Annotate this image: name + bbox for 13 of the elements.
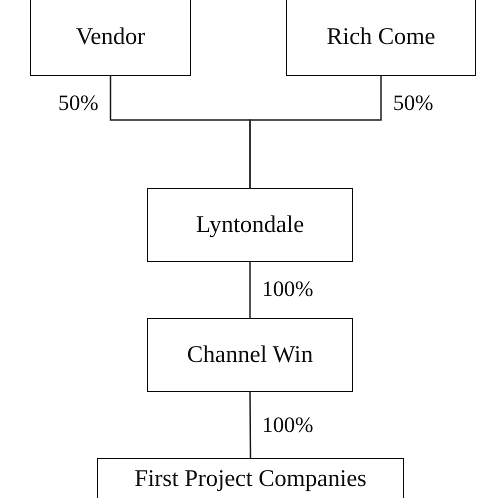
connector-line	[249, 262, 251, 318]
entity-box	[147, 318, 353, 392]
entity-box	[97, 458, 404, 498]
connector-line	[249, 392, 252, 458]
connector-line	[249, 76, 382, 188]
entity-box	[286, 0, 476, 76]
entity-name: Rich Come	[326, 24, 436, 50]
entity-name: Vendor	[76, 24, 146, 50]
entity-name: Channel Win	[187, 342, 313, 368]
entity-name: First Project Companies	[134, 466, 366, 492]
entity-box	[30, 0, 191, 76]
entity-name: Lyntondale	[196, 212, 304, 238]
entity-box	[147, 188, 353, 262]
